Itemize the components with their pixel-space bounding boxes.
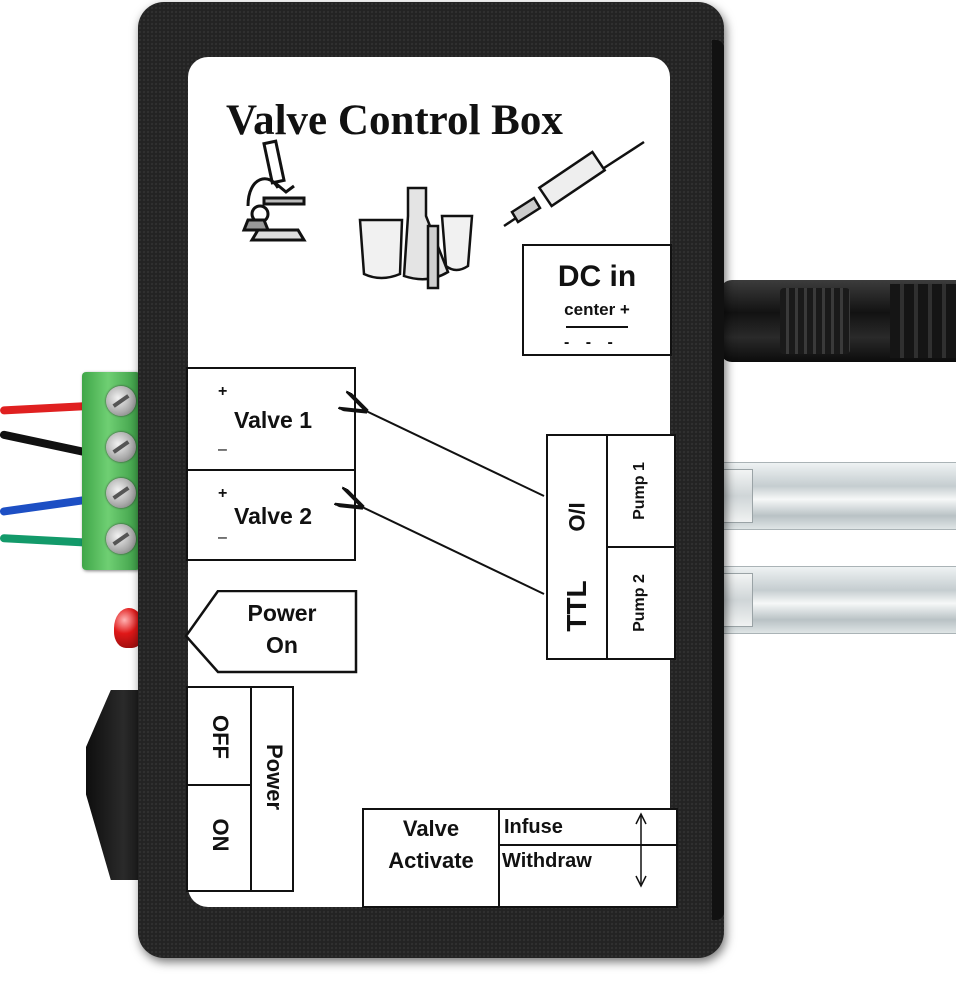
valve2-minus: – bbox=[218, 529, 227, 546]
valve2-label: Valve 2 bbox=[234, 503, 313, 529]
valves-panel: + Valve 1 – + Valve 2 – bbox=[186, 367, 356, 561]
dc-symbol-dashes: - - - bbox=[564, 334, 619, 351]
dc-power-plug[interactable] bbox=[720, 280, 956, 362]
arrow-ttl-to-valve2 bbox=[360, 506, 545, 595]
switch-divider-vertical bbox=[250, 688, 252, 890]
dc-symbol-line bbox=[566, 326, 628, 328]
valve-activate-panel: Valve Activate Infuse Withdraw bbox=[362, 808, 678, 908]
activate-divider-horizontal bbox=[500, 844, 678, 846]
terminal-screw[interactable] bbox=[106, 524, 136, 554]
pump2-tube bbox=[718, 566, 956, 634]
valve-activate-line2: Activate bbox=[388, 848, 474, 873]
power-on-line1: Power bbox=[247, 600, 317, 626]
box-title: Valve Control Box bbox=[226, 97, 563, 144]
dc-in-title: DC in bbox=[557, 260, 637, 293]
activate-divider-vertical bbox=[498, 810, 500, 906]
power-switch-panel: OFF ON Power bbox=[186, 686, 294, 892]
infuse-label: Infuse bbox=[504, 816, 563, 838]
valve1-section: + Valve 1 – bbox=[188, 369, 354, 471]
valve1-minus: – bbox=[218, 441, 227, 458]
valve2-plus: + bbox=[218, 485, 228, 502]
valve2-section: + Valve 2 – bbox=[188, 471, 354, 561]
valve1-plus: + bbox=[218, 383, 228, 400]
dc-in-panel: DC in center + - - - bbox=[522, 244, 672, 356]
syringe-icon bbox=[503, 140, 645, 228]
beakers-icon bbox=[358, 186, 474, 290]
power-on-panel bbox=[184, 590, 358, 674]
terminal-block[interactable] bbox=[82, 372, 140, 570]
valve-activate-line1: Valve bbox=[402, 816, 460, 841]
switch-off-label: OFF bbox=[208, 715, 233, 759]
valve1-label: Valve 1 bbox=[234, 407, 313, 433]
terminal-screw[interactable] bbox=[106, 432, 136, 462]
power-on-line2: On bbox=[266, 632, 298, 658]
pump-divider bbox=[608, 546, 676, 548]
pump1-tube bbox=[718, 462, 956, 530]
terminal-screw[interactable] bbox=[106, 478, 136, 508]
switch-power-label: Power bbox=[262, 743, 287, 811]
switch-divider-horizontal bbox=[188, 784, 250, 786]
ttl-pump-divider bbox=[606, 436, 608, 658]
dc-in-polarity: center + bbox=[564, 300, 630, 319]
box-side-edge bbox=[712, 40, 724, 920]
ttl-pump-panel: I/O TTL Pump 1 Pump 2 bbox=[546, 434, 676, 660]
tube-connector bbox=[719, 469, 753, 523]
terminal-screw[interactable] bbox=[106, 386, 136, 416]
withdraw-label: Withdraw bbox=[502, 850, 592, 872]
arrow-io-to-valve1 bbox=[364, 410, 545, 497]
microscope-icon bbox=[241, 139, 307, 242]
up-down-arrow-icon bbox=[635, 812, 647, 888]
switch-on-label: ON bbox=[208, 818, 233, 852]
